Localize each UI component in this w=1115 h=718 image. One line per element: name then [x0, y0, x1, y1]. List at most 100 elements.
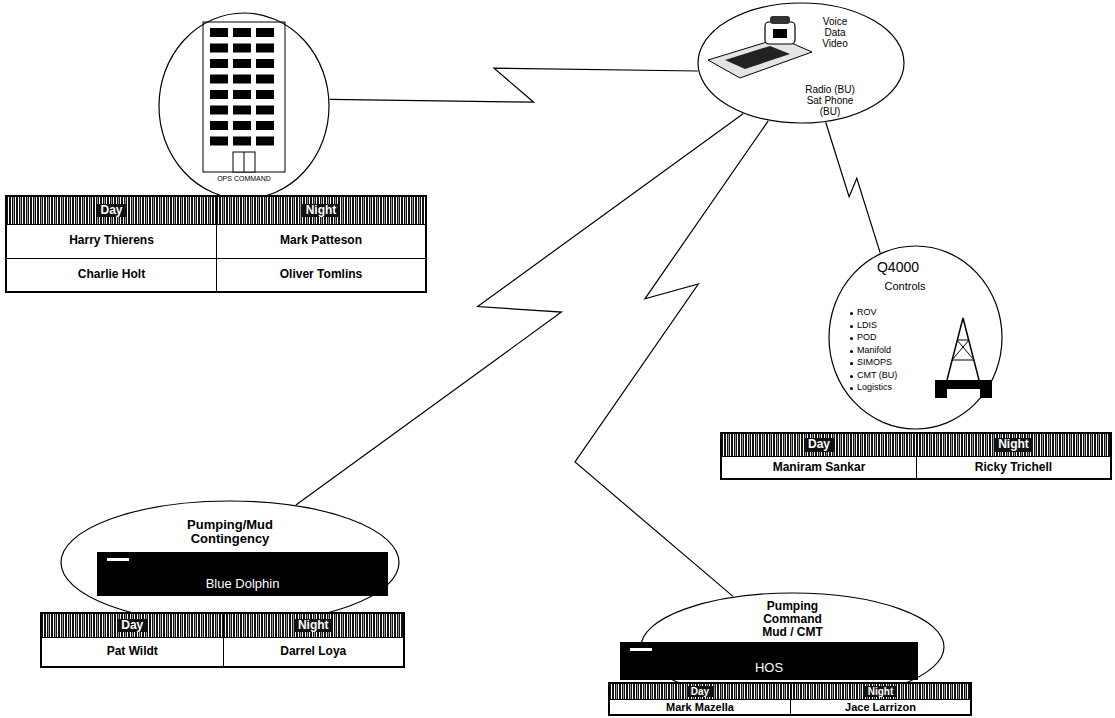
table-header-cell: Night — [916, 434, 1110, 456]
table-header-cell: Day — [42, 614, 223, 637]
phone-handset — [770, 16, 790, 24]
building-window — [210, 44, 228, 53]
bullet-dot — [850, 337, 853, 340]
building-window — [233, 28, 251, 37]
shift-table: Day NightHarry Thierens Mark PattesonCharl… — [5, 195, 427, 293]
derrick-brace — [957, 340, 974, 360]
bullet-dot — [850, 387, 853, 390]
ellipse-outline — [61, 501, 399, 624]
derrick-brace — [952, 340, 969, 360]
vessel-name: Blue Dolphin — [97, 577, 388, 592]
building-window — [210, 59, 228, 68]
table-cell: Darrel Loya — [223, 637, 404, 666]
person-name: Darrel Loya — [280, 645, 346, 659]
table-cell: Mark Patteson — [216, 224, 425, 258]
zigzag-connector — [826, 122, 881, 253]
table-cell: Jace Larrizon — [790, 699, 970, 714]
node-label: Voice Data Video — [815, 16, 855, 49]
person-name: Pat Wildt — [107, 645, 158, 659]
derrick-base — [935, 380, 992, 398]
table-cell: Oliver Tomlins — [216, 258, 425, 292]
table-header-cell: Night — [216, 197, 425, 224]
list-item: Logistics — [850, 382, 930, 392]
person-name: Charlie Holt — [78, 268, 145, 282]
list-item: POD — [850, 332, 930, 342]
building-window — [233, 106, 251, 115]
building-door — [233, 152, 255, 172]
table-cell: Maniram Sankar — [722, 456, 916, 478]
building-window — [210, 106, 228, 115]
bullet-dot — [850, 312, 853, 315]
laptop-base — [708, 38, 812, 78]
shift-table: DayNightManiram Sankar Ricky Trichell — [720, 432, 1112, 480]
comms-icon — [708, 16, 812, 78]
list-item: SIMOPS — [850, 357, 930, 367]
vessel-ellipse: Q4000ControlsROVLDISPODManifoldSIMOPSCMT… — [828, 245, 1003, 430]
table-cell: Harry Thierens — [7, 224, 216, 258]
vessel-name: HOS — [620, 661, 918, 676]
derrick-brace — [952, 360, 974, 361]
building-window — [233, 121, 251, 130]
table-cell: Ricky Trichell — [916, 456, 1110, 478]
building-door — [244, 152, 245, 172]
zigzag-connector — [575, 121, 768, 597]
building-window — [256, 121, 274, 130]
laptop-keys — [725, 46, 790, 69]
site-ellipse: OPS COMMAND — [158, 12, 330, 200]
derrick-tower — [947, 318, 979, 380]
building-window — [233, 44, 251, 53]
building-window — [256, 75, 274, 84]
person-name: Ricky Trichell — [975, 461, 1052, 475]
bar-dash — [107, 558, 129, 561]
shift-header: Day — [117, 619, 147, 633]
zigzag-connector — [296, 114, 743, 505]
building-window — [256, 137, 274, 146]
building-icon — [203, 22, 285, 172]
building-window — [233, 59, 251, 68]
phone-keypad — [773, 29, 787, 38]
building-window — [233, 75, 251, 84]
table-header-cell: Day — [610, 684, 790, 699]
person-name: Harry Thierens — [69, 234, 154, 248]
bullet-dot — [850, 350, 853, 353]
bullet-dot — [850, 362, 853, 365]
table-cell: Charlie Holt — [7, 258, 216, 292]
shift-header: Night — [864, 686, 898, 698]
building-outline — [203, 22, 285, 172]
phone-body — [765, 22, 795, 44]
person-name: Oliver Tomlins — [280, 268, 362, 282]
building-window — [210, 90, 228, 99]
shift-header: Night — [302, 204, 341, 218]
ellipse-outline — [829, 246, 1002, 429]
table-header-cell: Day — [722, 434, 916, 456]
shift-table: Day NightMark Mazella Jace Larrizon — [608, 682, 972, 716]
node-label: Radio (BU) Sat Phone (BU) — [797, 84, 863, 117]
list-item: LDIS — [850, 320, 930, 330]
table-header-cell: Day — [7, 197, 216, 224]
table-cell: Mark Mazella — [610, 699, 790, 714]
building-windows — [210, 28, 274, 146]
person-name: Mark Mazella — [666, 701, 734, 714]
node-label: Q4000 — [858, 259, 938, 275]
list-item: ROV — [850, 307, 930, 317]
vessel-bar: Blue Dolphin — [97, 552, 388, 596]
building-window — [256, 28, 274, 37]
bullet-dot — [850, 325, 853, 328]
bar-dash — [630, 648, 652, 651]
building-window — [256, 59, 274, 68]
building-window — [233, 90, 251, 99]
building-window — [210, 137, 228, 146]
person-name: Jace Larrizon — [845, 701, 916, 714]
vessel-bar: HOS — [620, 642, 918, 680]
table-header-cell: Night — [790, 684, 970, 699]
table-header-cell: Night — [223, 614, 404, 637]
node-label: OPS COMMAND — [202, 175, 286, 183]
zigzag-connector — [330, 68, 698, 102]
person-name: Maniram Sankar — [773, 461, 866, 475]
bullet-dot — [850, 375, 853, 378]
building-window — [233, 137, 251, 146]
node-label: Pumping Command Mud / CMT — [753, 600, 833, 639]
